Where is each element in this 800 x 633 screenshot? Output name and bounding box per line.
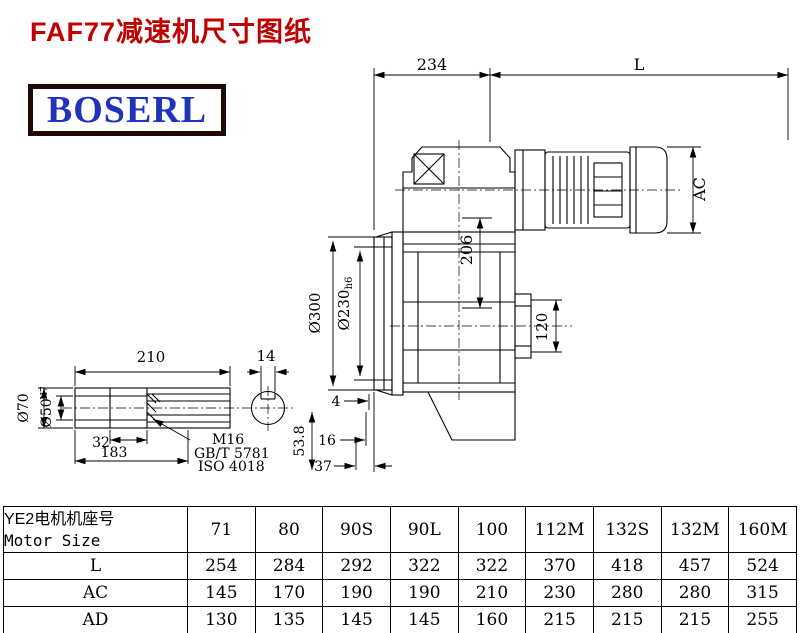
dim-230-label: Ø230 bbox=[335, 290, 353, 331]
motor-outline bbox=[514, 146, 668, 234]
table-cell: 215 bbox=[660, 606, 730, 633]
table-cell: 322 bbox=[389, 552, 459, 580]
shaft-section-circle bbox=[250, 390, 286, 426]
table-cell: 190 bbox=[322, 579, 391, 607]
row-label: AC bbox=[3, 579, 188, 607]
motor-size-header-cell: YE2电机机座号 Motor Size bbox=[3, 506, 188, 553]
table-cell: 418 bbox=[592, 552, 662, 580]
table-cell: 524 bbox=[728, 552, 797, 580]
dim-234-label: 234 bbox=[417, 55, 448, 74]
table-header-cell: 71 bbox=[187, 506, 256, 553]
dim-32-label: 32 bbox=[92, 435, 110, 451]
table-cell: 145 bbox=[187, 579, 256, 607]
table-cell: 280 bbox=[660, 579, 730, 607]
dim-16-label: 16 bbox=[318, 433, 336, 449]
dim-183-label: 183 bbox=[101, 445, 128, 461]
dim-210-label: 210 bbox=[137, 348, 166, 366]
gearbox-outline bbox=[402, 146, 532, 441]
dim-70-label: Ø70 bbox=[16, 393, 32, 422]
table-cell: 315 bbox=[728, 579, 797, 607]
dim-50-sup-label: H7 bbox=[40, 386, 50, 400]
table-header-cell: 112M bbox=[525, 506, 594, 553]
dim-AC-label: AC bbox=[690, 177, 709, 202]
dim-L-label: L bbox=[634, 55, 645, 74]
dim-37-label: 37 bbox=[314, 459, 332, 475]
table-cell: 210 bbox=[457, 579, 527, 607]
table-cell: 370 bbox=[525, 552, 594, 580]
dim-206-label: 206 bbox=[457, 235, 476, 266]
center-lines bbox=[62, 140, 682, 431]
table-cell: 215 bbox=[525, 606, 594, 633]
table-cell: 280 bbox=[592, 579, 662, 607]
table-header-row: YE2电机机座号 Motor Size 71 80 90S 90L 100 11… bbox=[3, 506, 797, 553]
table-cell: 322 bbox=[457, 552, 527, 580]
table-cell: 190 bbox=[389, 579, 459, 607]
table-cell: 145 bbox=[389, 606, 459, 633]
header-en-label: Motor Size bbox=[4, 530, 101, 550]
table-header-cell: 132S bbox=[592, 506, 662, 553]
table-header-cell: 100 bbox=[457, 506, 527, 553]
row-label: AD bbox=[3, 606, 188, 633]
table-header-cell: 160M bbox=[728, 506, 797, 553]
table-row: L 254 284 292 322 322 370 418 457 524 bbox=[3, 552, 797, 580]
table-header-cell: 132M bbox=[660, 506, 730, 553]
table-cell: 145 bbox=[322, 606, 391, 633]
table-row: AD 130 135 145 145 160 215 215 215 255 bbox=[3, 606, 797, 633]
motor-size-table: YE2电机机座号 Motor Size 71 80 90S 90L 100 11… bbox=[3, 506, 797, 633]
table-cell: 255 bbox=[728, 606, 797, 633]
dim-120-label: 120 bbox=[533, 313, 551, 342]
table-cell: 457 bbox=[660, 552, 730, 580]
table-cell: 292 bbox=[322, 552, 391, 580]
table-cell: 160 bbox=[457, 606, 527, 633]
dim-53-8-label: 53.8 bbox=[292, 425, 308, 456]
dim-300-label: Ø300 bbox=[306, 293, 324, 334]
dim-50-label: Ø50 bbox=[39, 398, 55, 427]
table-cell: 284 bbox=[254, 552, 324, 580]
shaft-detail-outline bbox=[74, 387, 231, 429]
page-title: FAF77减速机尺寸图纸 bbox=[30, 17, 313, 47]
table-header-cell: 80 bbox=[254, 506, 324, 553]
note-iso-label: ISO 4018 bbox=[198, 459, 265, 475]
dim-4-label: 4 bbox=[332, 394, 341, 410]
table-cell: 230 bbox=[525, 579, 594, 607]
table-cell: 215 bbox=[592, 606, 662, 633]
flange-outline bbox=[373, 231, 404, 396]
note-gb-label: GB/T 5781 bbox=[194, 446, 270, 462]
dim-14-label: 14 bbox=[256, 347, 275, 365]
row-label: L bbox=[3, 552, 188, 580]
table-cell: 254 bbox=[187, 552, 256, 580]
table-cell: 170 bbox=[254, 579, 324, 607]
header-cn-label: YE2电机机座号 bbox=[4, 510, 115, 528]
dim-230-suffix-label: h6 bbox=[344, 277, 355, 290]
table-cell: 130 bbox=[187, 606, 256, 633]
brand-logo: BOSERL bbox=[28, 84, 226, 136]
brand-text: BOSERL bbox=[46, 89, 208, 131]
table-cell: 135 bbox=[254, 606, 324, 633]
dimension-drawing: 234 L AC 206 Ø300 Ø230 h6 120 4 16 37 53… bbox=[16, 55, 789, 475]
dimension-labels: 234 L AC 206 Ø300 Ø230 h6 120 4 16 37 53… bbox=[16, 55, 709, 475]
table-header-cell: 90L bbox=[389, 506, 459, 553]
table-row: AC 145 170 190 190 210 230 280 280 315 bbox=[3, 579, 797, 607]
note-m16-label: M16 bbox=[212, 432, 244, 448]
table-header-cell: 90S bbox=[322, 506, 391, 553]
dimension-lines bbox=[38, 68, 789, 472]
